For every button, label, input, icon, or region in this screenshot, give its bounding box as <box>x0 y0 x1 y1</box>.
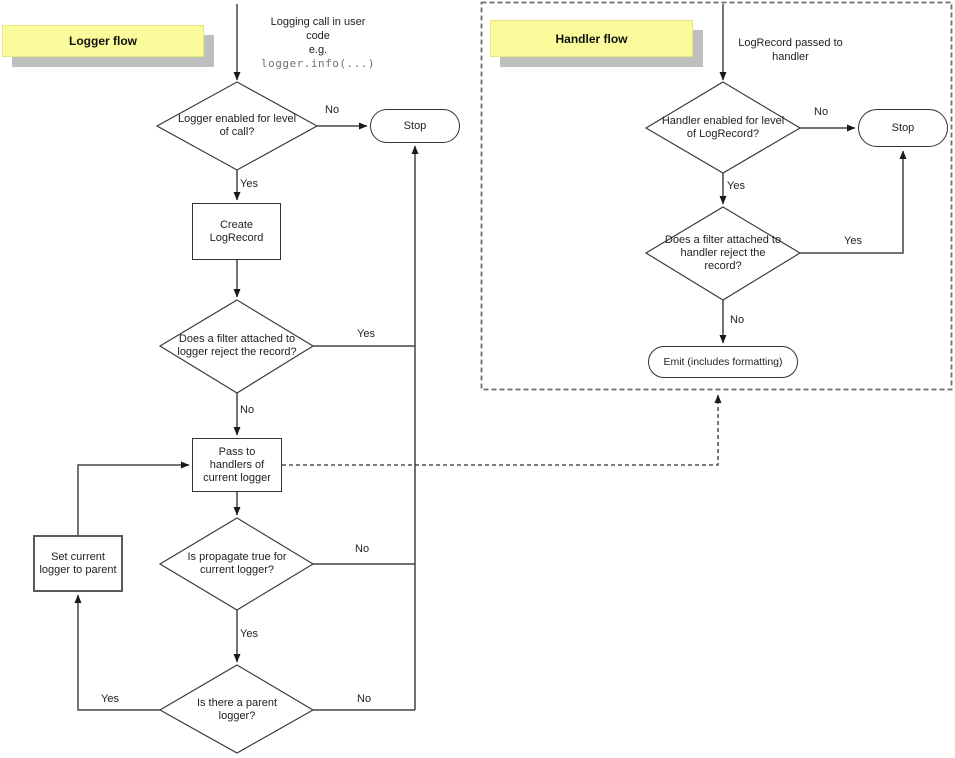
edge-label-hfilter-no: No <box>730 314 745 326</box>
edge-label-enabled-yes: Yes <box>240 178 258 190</box>
handler-flow-frame <box>480 1 953 391</box>
logger-enabled-question: Logger enabled for level of call? <box>177 113 297 138</box>
edge-label-henabled-yes: Yes <box>727 180 745 192</box>
edge-label-propagate-yes: Yes <box>240 628 258 640</box>
edge-label-parent-yes: Yes <box>101 693 119 705</box>
logger-entry-line: e.g. <box>308 44 328 56</box>
edge-label-hfilter-yes: Yes <box>844 235 862 247</box>
create-logrecord-node: Create LogRecord <box>192 203 281 260</box>
edge-pass-to-handler-flow-dashed <box>282 394 722 466</box>
set-current-logger-node: Set current logger to parent <box>33 535 123 592</box>
edge-set-to-pass <box>77 461 190 535</box>
handler-entry-text: LogRecord passed to handler <box>738 37 843 63</box>
edge-label-parent-no: No <box>357 693 372 705</box>
handler-enabled-question: Handler enabled for level of LogRecord? <box>661 115 785 140</box>
logger-entry-line: code <box>306 30 330 42</box>
edge-label-propagate-no: No <box>355 543 370 555</box>
logger-entry-code: logger.info(...) <box>261 57 375 70</box>
logger-flow-title-label: Logger flow <box>69 34 137 48</box>
propagate-question: Is propagate true for current logger? <box>187 551 287 576</box>
logger-entry-text: Logging call in user code e.g. logger.in… <box>238 15 398 71</box>
logger-filter-question: Does a filter attached to logger reject … <box>177 333 297 358</box>
pass-to-handlers-node: Pass to handlers of current logger <box>192 438 282 492</box>
handler-flow-title: Handler flow <box>490 20 693 57</box>
handler-filter-question: Does a filter attached to handler reject… <box>664 233 782 272</box>
edge-label-enabled-no: No <box>325 104 340 116</box>
edge-label-filter-no: No <box>240 404 255 416</box>
logger-entry-line: Logging call in user <box>270 16 366 28</box>
logger-flow-title: Logger flow <box>2 25 204 57</box>
parent-logger-question: Is there a parent logger? <box>196 697 278 722</box>
emit-node: Emit (includes formatting) <box>648 346 798 378</box>
edge-label-filter-yes: Yes <box>357 328 375 340</box>
edge-label-henabled-no: No <box>814 106 829 118</box>
handler-flow-title-label: Handler flow <box>555 31 628 46</box>
edge-parent-yes-to-set <box>74 594 160 711</box>
logger-stop-node: Stop <box>370 109 460 143</box>
handler-stop-node: Stop <box>858 109 948 147</box>
